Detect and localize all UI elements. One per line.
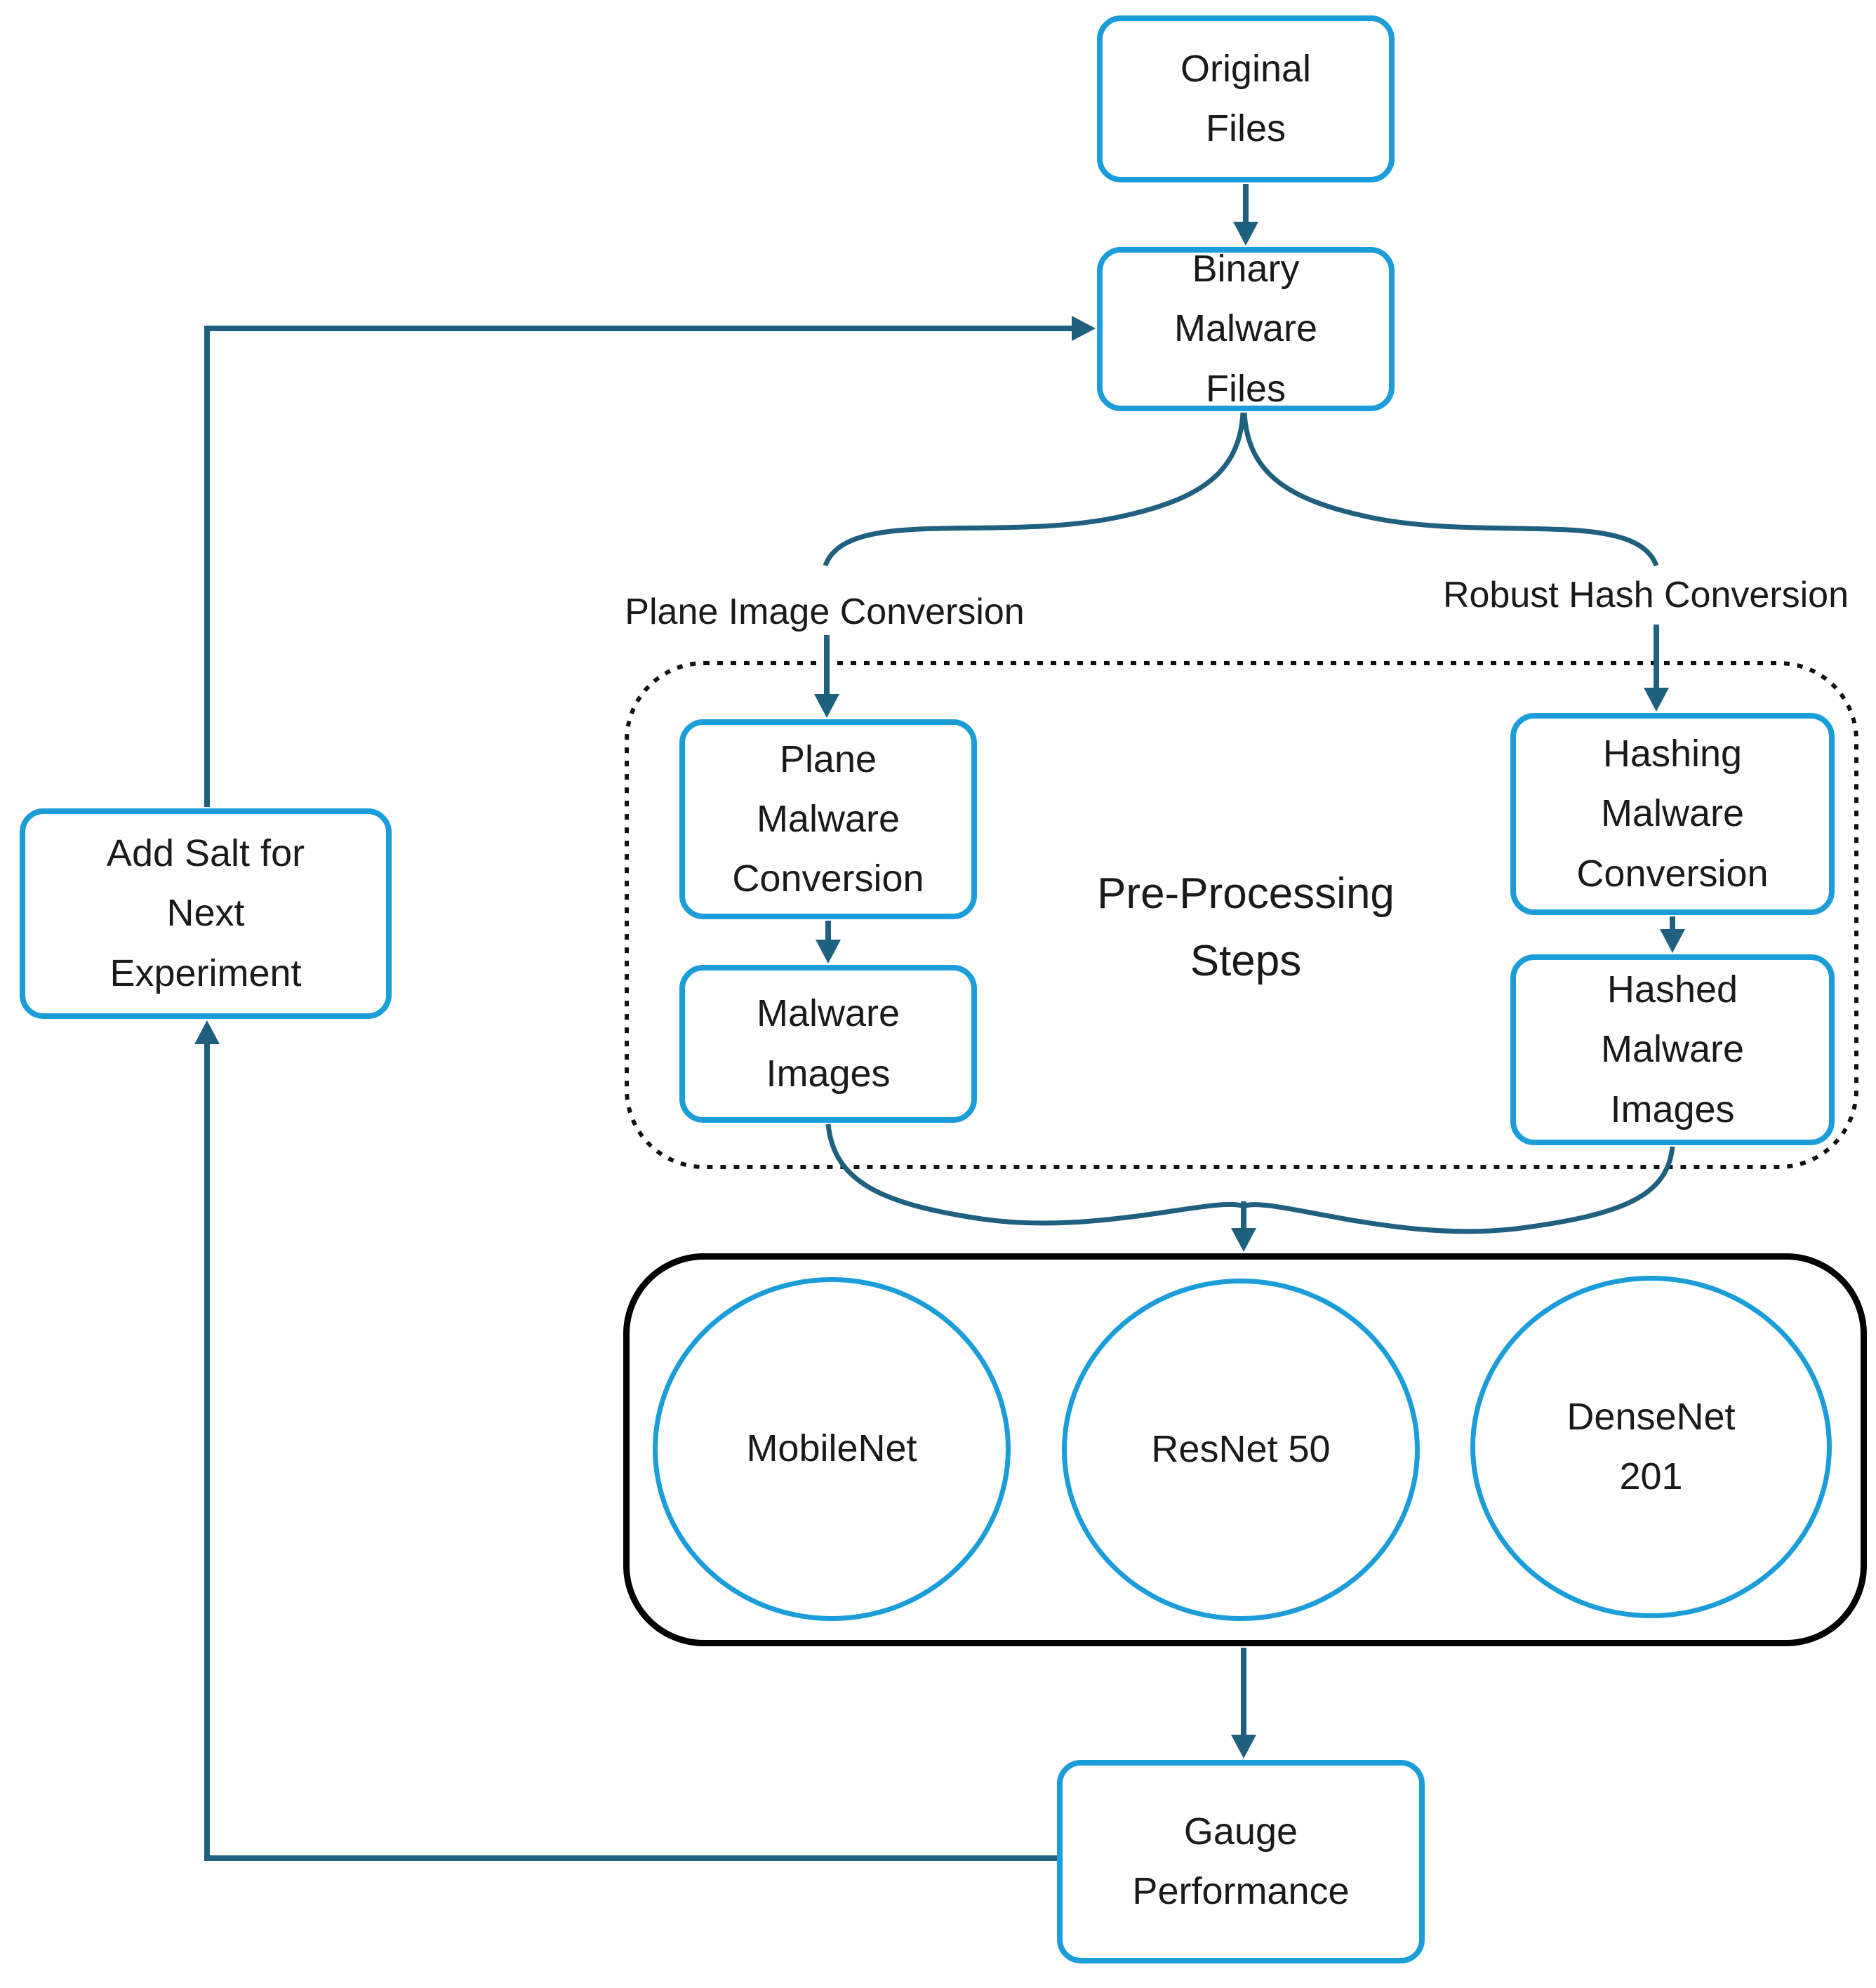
label-robust-hash-conversion: Robust Hash Conversion: [1400, 571, 1876, 619]
node-malware-images: Malware Images: [679, 965, 977, 1123]
node-hashing-malware-conversion-label: Hashing Malware Conversion: [1576, 733, 1769, 895]
node-gauge-performance: Gauge Performance: [1057, 1760, 1425, 1963]
node-densenet201-label: DenseNet 201: [1566, 1395, 1736, 1497]
node-original-files-label: Original Files: [1180, 47, 1312, 149]
node-binary-malware-files: Binary Malware Files: [1097, 247, 1395, 411]
node-hashing-malware-conversion: Hashing Malware Conversion: [1510, 713, 1835, 915]
node-mobilenet: MobileNet: [653, 1277, 1011, 1621]
label-plane-image-conversion: Plane Image Conversion: [579, 588, 1070, 636]
label-pre-processing-steps-text: Pre-Processing Steps: [1097, 869, 1395, 985]
branch-curve-right: [1242, 412, 1659, 567]
node-malware-images-label: Malware Images: [756, 992, 900, 1095]
node-plane-malware-conversion-label: Plane Malware Conversion: [732, 738, 924, 900]
label-pre-processing-steps: Pre-Processing Steps: [997, 858, 1495, 998]
node-add-salt-label: Add Salt for Next Experiment: [106, 832, 305, 994]
node-resnet50: ResNet 50: [1062, 1279, 1420, 1621]
node-gauge-performance-label: Gauge Performance: [1132, 1810, 1350, 1912]
node-mobilenet-label: MobileNet: [746, 1427, 917, 1470]
converge-curve-right: [1245, 1146, 1675, 1234]
label-robust-hash-conversion-text: Robust Hash Conversion: [1442, 574, 1849, 615]
node-binary-malware-files-label: Binary Malware Files: [1173, 248, 1318, 410]
converge-curve-left: [825, 1123, 1242, 1226]
label-plane-image-conversion-text: Plane Image Conversion: [625, 591, 1025, 632]
node-plane-malware-conversion: Plane Malware Conversion: [679, 719, 977, 919]
branch-curve-left: [823, 412, 1246, 567]
node-hashed-malware-images-label: Hashed Malware Images: [1600, 968, 1745, 1130]
node-original-files: Original Files: [1097, 15, 1395, 182]
node-densenet201: DenseNet 201: [1470, 1276, 1832, 1618]
node-add-salt: Add Salt for Next Experiment: [20, 808, 392, 1019]
node-resnet50-label: ResNet 50: [1151, 1428, 1331, 1471]
node-hashed-malware-images: Hashed Malware Images: [1510, 954, 1835, 1145]
